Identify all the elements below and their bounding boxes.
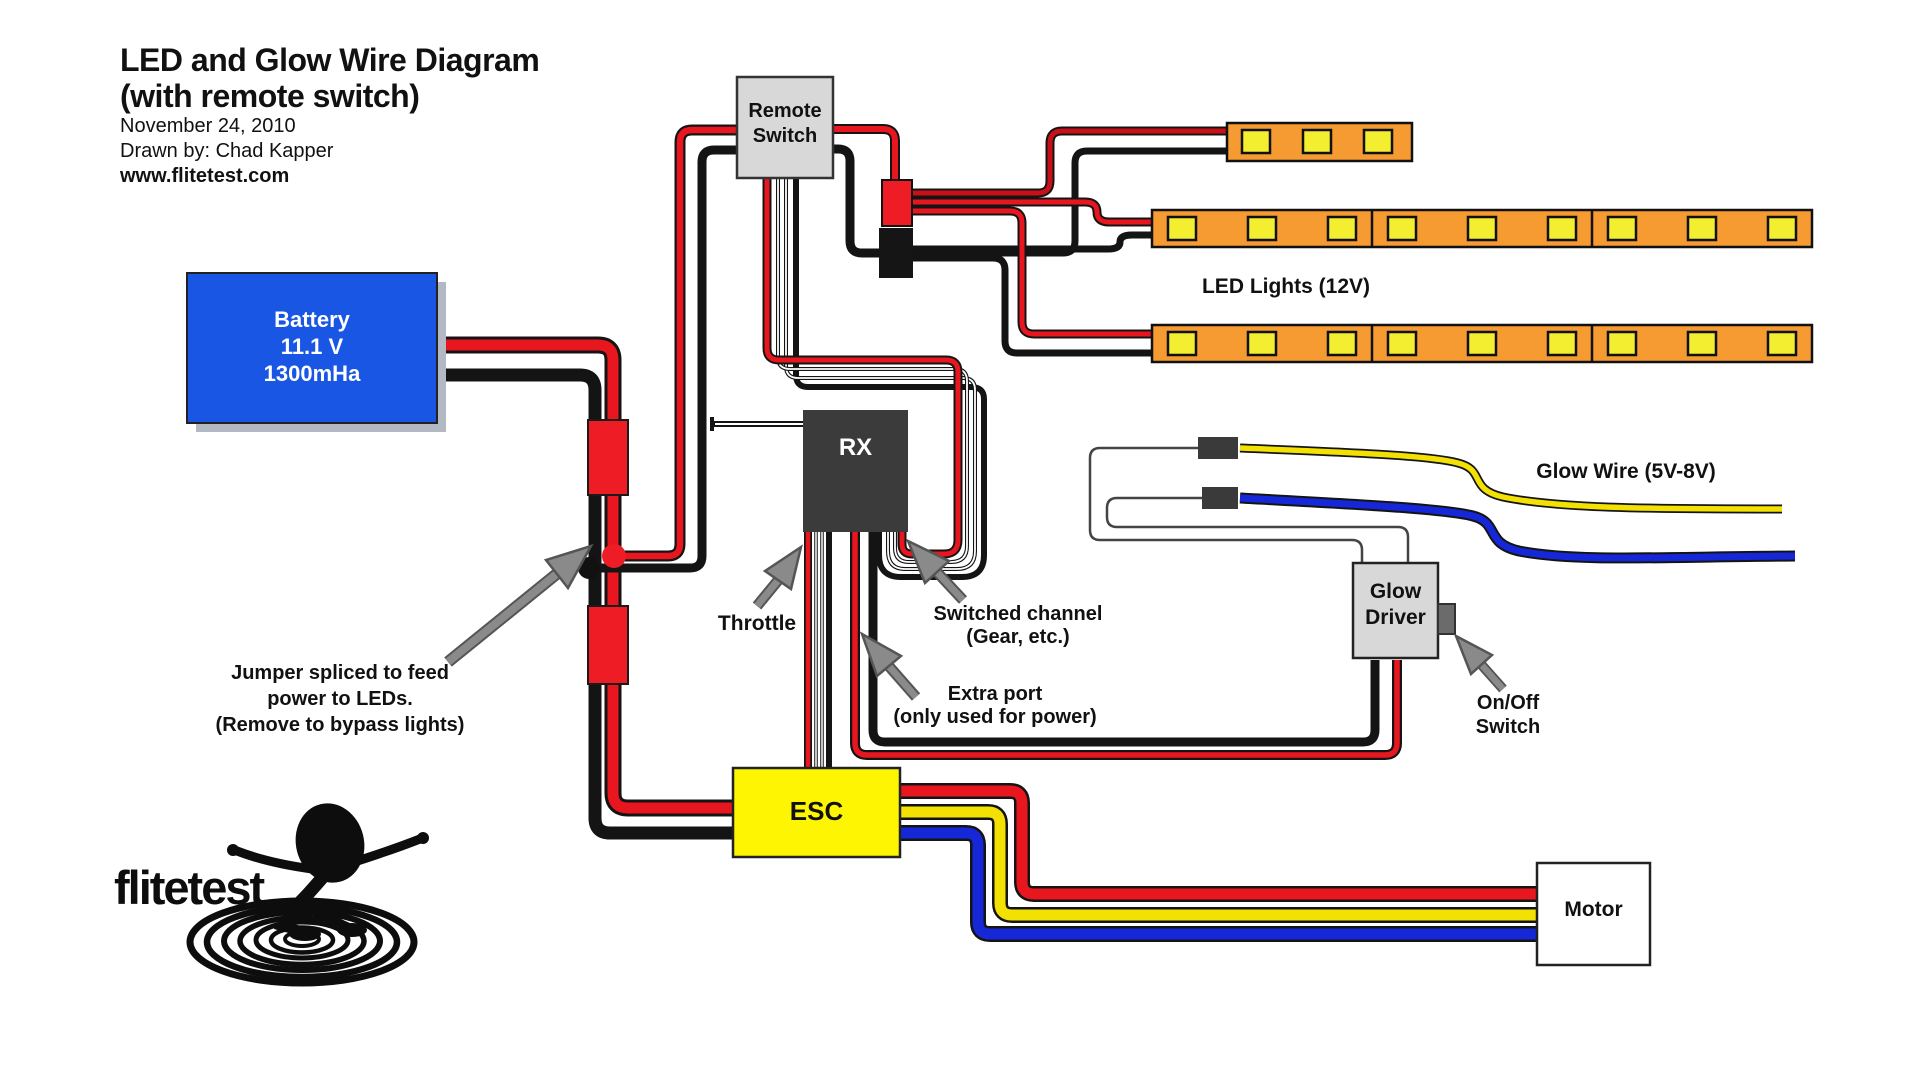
battery-voltage: 11.1 V: [280, 334, 344, 359]
onoff-callout-arrow: [1453, 633, 1507, 693]
jumper-splice-red-dot: [602, 544, 626, 568]
motor-label-text: Motor: [1564, 898, 1623, 921]
switched-channel-label: Switched channel (Gear, etc.): [898, 603, 1138, 649]
extra-port-label-line2: (only used for power): [893, 706, 1097, 728]
throttle-label: Throttle: [687, 612, 827, 636]
glow-driver-label-line2: Driver: [1365, 606, 1426, 629]
red-connector-lower: [587, 605, 629, 685]
jumper-note: Jumper spliced to feed power to LEDs. (R…: [180, 660, 500, 738]
led-red-connector-block: [881, 179, 913, 227]
remote-switch-label-line2: Switch: [752, 125, 818, 147]
jumper-callout-arrow: [444, 543, 594, 667]
throttle-callout-arrow: [752, 544, 803, 610]
jumper-note-line1: Jumper spliced to feed: [231, 662, 449, 684]
motor-label: Motor: [1537, 898, 1650, 922]
onoff-switch-label-line2: Switch: [1475, 716, 1541, 738]
throttle-label-text: Throttle: [717, 612, 797, 635]
led-strip-row3: [1150, 323, 1814, 364]
glow-driver-label-line1: Glow: [1369, 580, 1422, 603]
battery-name: Battery: [274, 307, 350, 332]
esc-box: [731, 766, 902, 859]
motor-phase-wires: [894, 791, 1540, 934]
glow-wire-label-text: Glow Wire (5V-8V): [1536, 460, 1716, 483]
motor-box: [1535, 861, 1652, 967]
flitetest-logo-graphic: [186, 803, 429, 987]
onoff-switch-label: On/Off Switch: [1448, 691, 1568, 739]
battery-label: Battery 11.1 V 1300mHa: [187, 306, 437, 387]
diagram-website: www.flitetest.com: [120, 165, 290, 187]
glow-wire-connector-2: [1202, 487, 1238, 509]
esc-label-text: ESC: [789, 796, 844, 826]
diagram-date: November 24, 2010: [120, 115, 296, 137]
remote-switch-red-feed-wire: [613, 130, 742, 556]
remote-switch-label: Remote Switch: [737, 99, 833, 149]
glow-wire-connector-1: [1198, 437, 1238, 459]
diagram-author: Drawn by: Chad Kapper: [120, 140, 334, 162]
rx-antenna: [710, 417, 805, 431]
esc-label: ESC: [733, 796, 900, 827]
remote-switch-label-line1: Remote: [748, 100, 822, 122]
led-lights-label-text: LED Lights (12V): [1201, 275, 1370, 298]
led-strip3-feed-wires: [910, 211, 1156, 353]
battery-box: [186, 272, 438, 424]
remote-switch-box: [735, 75, 835, 180]
rx-label-text: RX: [838, 434, 873, 461]
switched-channel-label-line1: Switched channel: [933, 603, 1103, 625]
flitetest-wordmark: flitetest: [114, 861, 265, 914]
diagram-title-line2: (with remote switch): [120, 78, 420, 114]
extra-port-callout-arrow: [859, 631, 921, 701]
jumper-note-line3: (Remove to bypass lights): [215, 714, 465, 736]
led-black-connector-block: [879, 228, 913, 278]
onoff-switch-label-line1: On/Off: [1476, 692, 1540, 714]
jumper-splice-black-dot: [578, 557, 600, 579]
remote-switch-red-output-wire: [826, 129, 895, 184]
glow-driver-box: [1351, 561, 1440, 660]
throttle-ribbon-wires: [804, 526, 832, 772]
remote-switch-black-output-wire: [826, 149, 884, 253]
extra-port-label-line1: Extra port: [947, 683, 1043, 705]
switched-channel-label-line2: (Gear, etc.): [966, 626, 1070, 648]
rx-box: [803, 410, 908, 532]
switched-channel-callout-arrow: [905, 538, 968, 604]
glow-driver-label: Glow Driver: [1353, 579, 1438, 631]
battery-capacity: 1300mHa: [263, 361, 361, 386]
led-lights-label: LED Lights (12V): [1136, 275, 1436, 299]
title-block: LED and Glow Wire Diagram (with remote s…: [120, 42, 540, 189]
glow-wire-label: Glow Wire (5V-8V): [1496, 460, 1756, 484]
rx-label: RX: [803, 434, 908, 462]
red-connector-upper: [587, 419, 629, 496]
jumper-note-line2: power to LEDs.: [267, 688, 413, 710]
extra-port-label: Extra port (only used for power): [855, 683, 1135, 729]
onoff-switch-block: [1437, 603, 1456, 635]
led-strip-row1: [1225, 121, 1414, 163]
led-strip-row2: [1150, 208, 1814, 249]
diagram-title-line1: LED and Glow Wire Diagram: [120, 42, 540, 78]
